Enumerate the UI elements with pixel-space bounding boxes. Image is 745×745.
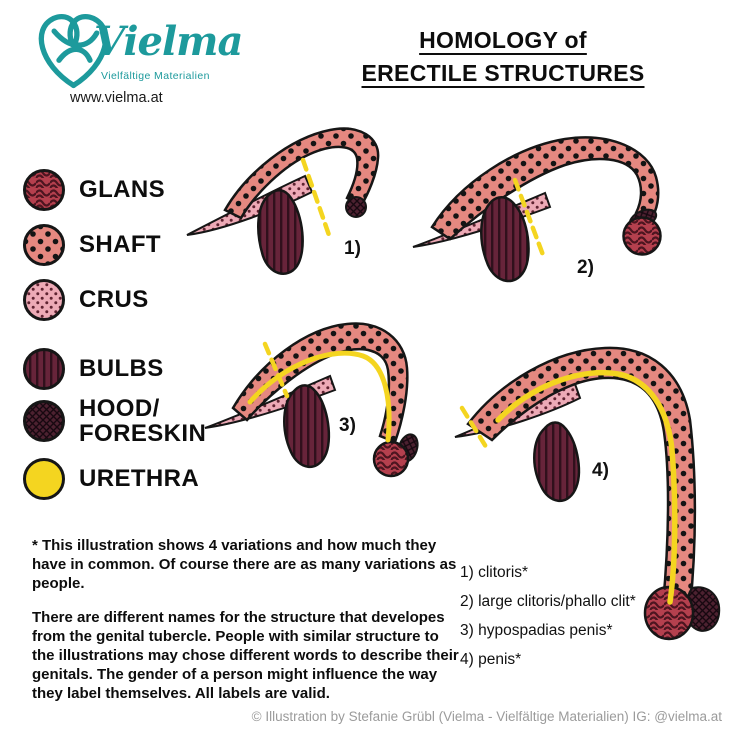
vielma-logo-knot-icon (38, 14, 109, 89)
legend-label-shaft: SHAFT (79, 231, 161, 259)
fig2-urethra-dashed-line (512, 177, 546, 258)
legend-item-crus: CRUS (22, 278, 149, 322)
brand-subtitle: Vielfältige Materialien (101, 70, 210, 82)
brand-wordmark: Vielma (94, 18, 243, 65)
crus-swatch-icon (23, 279, 65, 321)
legend-label-hood-line2: FORESKIN (79, 420, 207, 448)
legend-item-shaft: SHAFT (22, 223, 161, 267)
legend-item-hood: HOOD/ FORESKIN (22, 396, 206, 447)
figure-2-number: 2) (577, 257, 594, 278)
legend-label-bulbs: BULBS (79, 355, 164, 383)
title-line-2: ERECTILE STRUCTURES (361, 60, 645, 87)
legend-item-glans: GLANS (22, 168, 165, 212)
bulbs-swatch-icon (23, 348, 65, 390)
shaft-swatch-icon (23, 224, 65, 266)
figure-4-number: 4) (592, 460, 609, 481)
figure-4-illustration (454, 346, 721, 641)
urethra-swatch-icon (23, 458, 65, 500)
figure-2-illustration: © Stefanie Grübl (412, 136, 662, 283)
title-line-1: HOMOLOGY of (419, 27, 587, 53)
fig2-shaft-shape (430, 136, 660, 241)
legend-item-bulbs: BULBS (22, 347, 164, 391)
variation-label-4: 4) penis* (460, 651, 522, 668)
page-title: HOMOLOGY of ERECTILE STRUCTURES (345, 24, 661, 91)
fig4-bulb-shape (533, 421, 581, 502)
brand-url: www.vielma.at (70, 90, 163, 106)
glans-swatch-icon (23, 169, 65, 211)
fig3-urethra-line (247, 350, 392, 443)
fig3-bulb-shape (283, 384, 331, 468)
variation-label-3: 3) hypospadias penis* (460, 622, 613, 639)
legend-label-crus: CRUS (79, 286, 149, 314)
notes-paragraph-1: * This illustration shows 4 variations a… (32, 537, 457, 593)
fig4-urethra-line (495, 369, 678, 605)
fig4-urethra-dashed-line (459, 405, 491, 453)
fig3-glans-shape (372, 440, 410, 478)
copyright-credit: © Illustration by Stefanie Grübl (Vielma… (251, 709, 722, 724)
fig1-urethra-dashed-line (300, 157, 333, 241)
fig1-hood-shape (345, 196, 367, 218)
hood-swatch-icon (23, 400, 65, 443)
legend-label-hood: HOOD/ FORESKIN (79, 396, 206, 447)
notes-block: * This illustration shows 4 variations a… (32, 536, 462, 704)
fig1-bulb-shape (257, 189, 304, 275)
figure-3-illustration (204, 322, 419, 478)
figure-1-number: 1) (344, 238, 361, 259)
figure-1-illustration (186, 127, 380, 275)
legend-label-glans: GLANS (79, 176, 165, 204)
fig2-glans-shape (622, 216, 662, 256)
fig4-glans-shape (643, 585, 695, 641)
figure-3-number: 3) (339, 415, 356, 436)
fig3-urethra-dashed-line (262, 341, 290, 399)
variation-label-2: 2) large clitoris/phallo clit* (460, 593, 636, 610)
fig2-bulb-shape (480, 196, 530, 283)
legend-label-hood-line1: HOOD/ (79, 395, 160, 422)
variation-label-1: 1) clitoris* (460, 564, 529, 581)
notes-paragraph-2: There are different names for the struct… (32, 608, 459, 703)
legend-item-urethra: URETHRA (22, 457, 199, 501)
legend-label-urethra: URETHRA (79, 465, 200, 493)
variation-labels-list: 1) clitoris* 2) large clitoris/phallo cl… (460, 564, 636, 680)
